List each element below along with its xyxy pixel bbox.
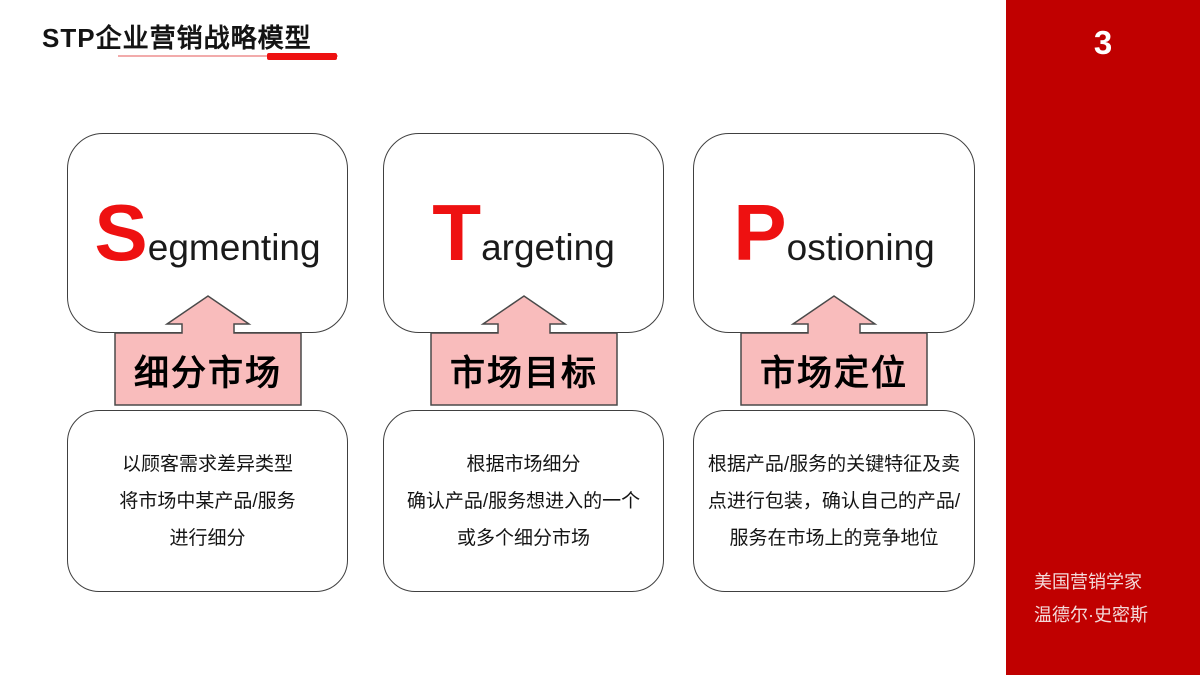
postioning-banner-label: 市场定位 xyxy=(759,353,908,393)
description-line: 点进行包装，确认自己的产品/ xyxy=(707,490,961,512)
description-line: 进行细分 xyxy=(169,527,246,549)
up-arrow-banner-shape xyxy=(430,295,618,406)
up-arrow-banner-shape xyxy=(114,295,302,406)
targeting-word-rest: argeting xyxy=(481,227,615,268)
sidebar-red-band: 3 美国营销学家 温德尔·史密斯 xyxy=(1006,0,1200,675)
description-line: 以顾客需求差异类型 xyxy=(121,453,293,475)
postioning-word-rest: ostioning xyxy=(786,227,935,268)
segmenting-description-card: 以顾客需求差异类型 将市场中某产品/服务 进行细分 xyxy=(67,410,348,592)
description-line: 根据市场细分 xyxy=(466,453,581,475)
author-attribution: 美国营销学家 温德尔·史密斯 xyxy=(1034,566,1148,632)
title-underline-thin xyxy=(118,55,338,57)
author-name: 温德尔·史密斯 xyxy=(1034,605,1148,625)
postioning-description-card: 根据产品/服务的关键特征及卖 点进行包装，确认自己的产品/ 服务在市场上的竞争地… xyxy=(693,410,975,592)
description-line: 服务在市场上的竞争地位 xyxy=(729,527,939,549)
segmenting-banner-label: 细分市场 xyxy=(133,353,282,393)
targeting-description-card: 根据市场细分 确认产品/服务想进入的一个 或多个细分市场 xyxy=(383,410,664,592)
description-line: 确认产品/服务想进入的一个 xyxy=(406,490,641,512)
description-line: 将市场中某产品/服务 xyxy=(119,490,296,512)
postioning-initial-letter: P xyxy=(733,188,787,277)
page-number: 3 xyxy=(1093,24,1113,61)
up-arrow-banner-shape xyxy=(740,295,928,406)
description-line: 或多个细分市场 xyxy=(456,527,590,549)
description-line: 根据产品/服务的关键特征及卖 xyxy=(707,453,961,475)
title-underline-accent xyxy=(267,53,337,60)
segmenting-word-rest: egmenting xyxy=(147,227,321,268)
page-title: STP企业营销战略模型 xyxy=(42,23,312,53)
targeting-banner-label: 市场目标 xyxy=(449,353,598,393)
author-title: 美国营销学家 xyxy=(1034,572,1142,592)
segmenting-initial-letter: S xyxy=(94,188,148,277)
targeting-initial-letter: T xyxy=(432,188,482,277)
